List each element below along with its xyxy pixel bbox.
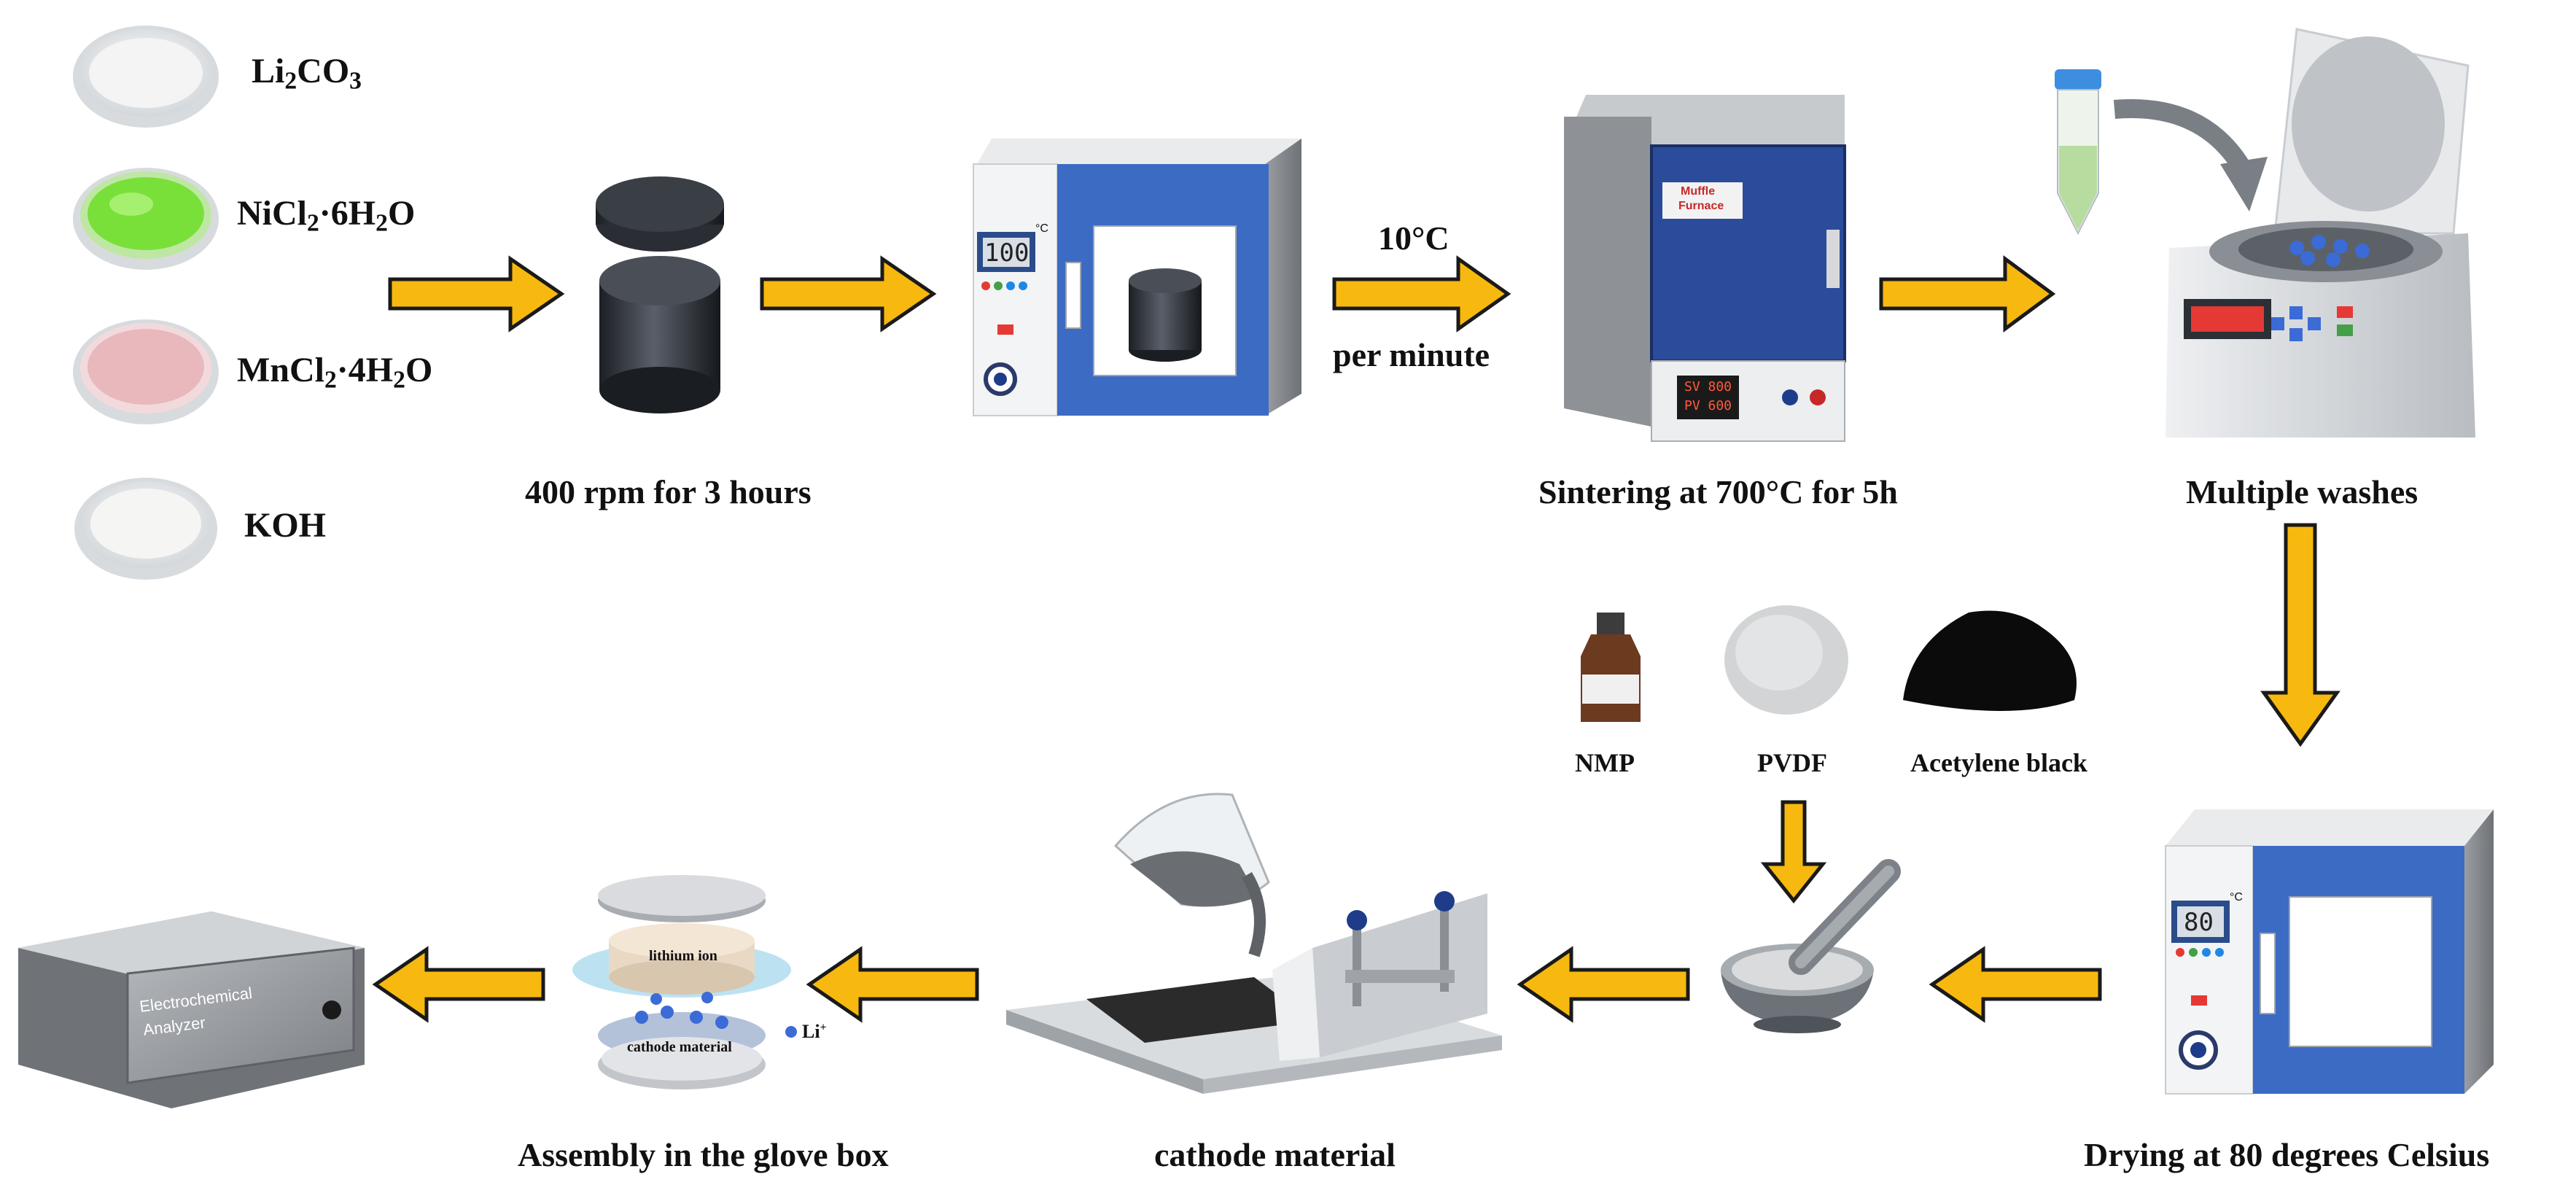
arrow-right-4 (1879, 255, 2056, 333)
arrow-left-1 (1929, 946, 2102, 1023)
mortar-pestle (1721, 859, 1901, 1033)
reagent-nicl2: NiCl2·6H2O (237, 194, 416, 237)
arrow-right-1 (388, 255, 565, 333)
arrow-left-2 (1517, 946, 1690, 1023)
reagent-koh: KOH (244, 506, 327, 545)
li-ion-label: Li (802, 1021, 820, 1042)
drying-oven-1 (973, 139, 1301, 416)
oven2-display: 80 (2184, 908, 2214, 937)
label-acetylene-black: Acetylene black (1910, 748, 2087, 777)
dish-koh (74, 478, 217, 580)
oven2-unit: °C (2230, 891, 2243, 903)
nmp-bottle (1581, 613, 1641, 722)
pouring-beaker (1113, 793, 1270, 957)
arrow-left-3 (806, 946, 979, 1023)
caption-wash: Multiple washes (2186, 473, 2419, 510)
caption-assembly: Assembly in the glove box (518, 1136, 889, 1173)
dish-mncl2 (73, 319, 219, 424)
arrow-down-1 (2260, 523, 2340, 747)
ball-mill-jar (596, 176, 724, 413)
arrow-left-4 (372, 946, 545, 1023)
label-pvdf: PVDF (1757, 748, 1827, 777)
reagent-li2co3: Li2CO3 (252, 52, 362, 95)
curved-arrow (2113, 99, 2268, 211)
reagent-mncl2: MnCl2·4H2O (237, 351, 433, 394)
test-tube (2055, 69, 2101, 236)
cell-layer-cathode: cathode material (627, 1039, 732, 1055)
centrifuge (2166, 28, 2475, 438)
arrow-right-2 (760, 255, 937, 333)
furnace-sv: SV 800 (1684, 379, 1732, 394)
caption-ramp-unit: per minute (1333, 336, 1490, 373)
dish-nicl2 (73, 168, 219, 270)
caption-sinter: Sintering at 700°C for 5h (1538, 473, 1898, 510)
muffle-furnace (1564, 95, 1846, 442)
label-nmp: NMP (1575, 748, 1635, 777)
cell-layer-lithium: lithium ion (649, 948, 717, 964)
arrow-right-3 (1332, 255, 1511, 333)
li-ion-legend: Li+ (802, 1021, 826, 1043)
furnace-label-2: Furnace (1678, 200, 1724, 212)
caption-coating: cathode material (1154, 1136, 1396, 1173)
acetylene-black-powder (1903, 610, 2077, 711)
dish-li2co3 (73, 26, 219, 128)
furnace-pv: PV 600 (1684, 398, 1732, 413)
li-ion-charge: + (820, 1021, 827, 1034)
furnace-label-1: Muffle (1681, 185, 1716, 198)
caption-ramp-rate: 10°C (1378, 219, 1450, 257)
electrochemical-analyzer (18, 912, 365, 1108)
pvdf-powder (1724, 605, 1848, 715)
oven1-display: 100 (984, 238, 1030, 268)
coating-machine (1006, 891, 1502, 1094)
caption-ball-mill: 400 rpm for 3 hours (525, 473, 812, 510)
coin-cell-exploded (572, 875, 797, 1089)
caption-dry: Drying at 80 degrees Celsius (2084, 1136, 2490, 1173)
drying-oven-2 (2165, 809, 2494, 1095)
arrow-down-2 (1760, 800, 1827, 904)
oven1-unit: °C (1035, 222, 1048, 235)
